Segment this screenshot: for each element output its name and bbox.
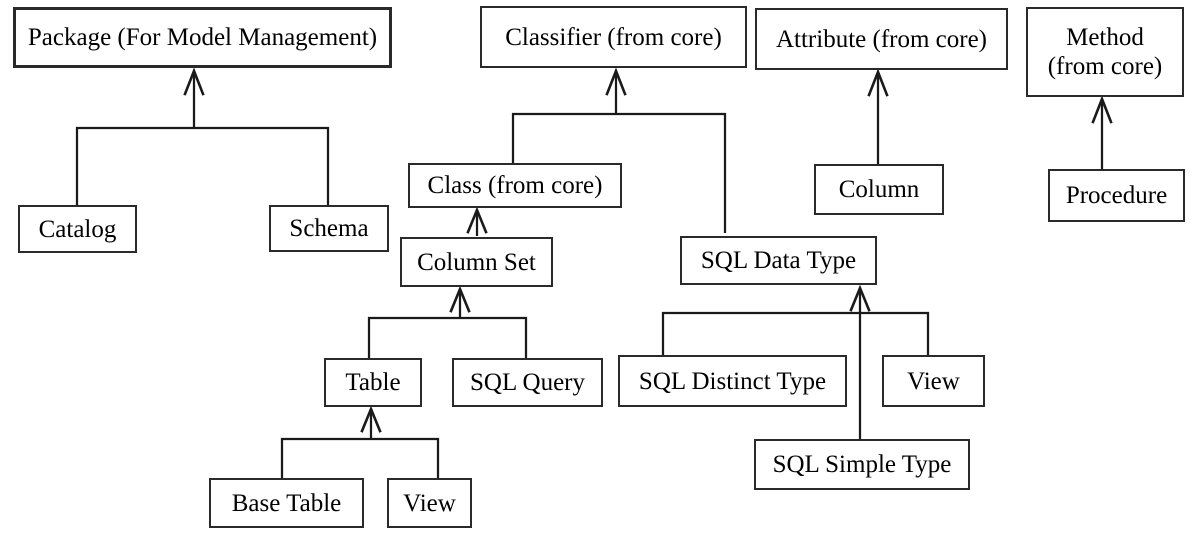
node-method: Method (from core) <box>1026 7 1184 97</box>
node-sql-simple-type: SQL Simple Type <box>754 439 970 490</box>
node-view-of-sql-data-type: View <box>882 355 985 407</box>
node-sql-query-label: SQL Query <box>469 369 586 396</box>
node-procedure-label: Procedure <box>1065 182 1168 209</box>
connector-sqldatatype-children <box>661 284 930 439</box>
connector-columnset-children <box>367 285 528 358</box>
connector-package-children <box>75 67 330 205</box>
node-catalog-label: Catalog <box>38 215 117 243</box>
node-base-table: Base Table <box>209 478 364 528</box>
node-attribute: Attribute (from core) <box>755 8 1008 70</box>
node-sql-data-type: SQL Data Type <box>680 236 877 285</box>
node-view-of-table-label: View <box>403 489 456 517</box>
connector-column-attribute <box>867 68 889 164</box>
node-sql-distinct-type: SQL Distinct Type <box>618 355 847 407</box>
connector-classifier-children <box>511 67 727 233</box>
node-view-of-table: View <box>387 478 472 528</box>
node-classifier: Classifier (from core) <box>480 6 747 68</box>
node-sql-simple-type-label: SQL Simple Type <box>772 451 952 478</box>
connector-procedure-method <box>1091 95 1113 169</box>
node-class-label: Class (from core) <box>427 172 603 199</box>
node-catalog: Catalog <box>18 205 137 253</box>
node-column-set: Column Set <box>400 237 553 287</box>
connector-columnset-class <box>466 206 488 236</box>
node-class: Class (from core) <box>408 163 622 208</box>
node-column-label: Column <box>838 176 920 203</box>
node-classifier-label: Classifier (from core) <box>505 23 722 51</box>
node-column: Column <box>814 164 944 215</box>
node-schema-label: Schema <box>289 215 369 242</box>
node-sql-query: SQL Query <box>452 358 603 407</box>
node-package-label: Package (For Model Management) <box>27 24 378 51</box>
node-method-label: Method (from core) <box>1047 24 1163 80</box>
node-table-label: Table <box>345 369 401 396</box>
node-schema: Schema <box>269 205 389 252</box>
node-package: Package (For Model Management) <box>13 7 392 68</box>
node-procedure: Procedure <box>1048 169 1185 222</box>
connector-table-children <box>280 405 440 478</box>
node-attribute-label: Attribute (from core) <box>775 25 988 53</box>
node-base-table-label: Base Table <box>231 489 342 517</box>
node-sql-distinct-type-label: SQL Distinct Type <box>638 367 827 395</box>
node-table: Table <box>324 358 422 407</box>
node-sql-data-type-label: SQL Data Type <box>700 247 857 274</box>
node-view-of-sql-data-type-label: View <box>907 367 960 395</box>
node-column-set-label: Column Set <box>417 248 536 276</box>
